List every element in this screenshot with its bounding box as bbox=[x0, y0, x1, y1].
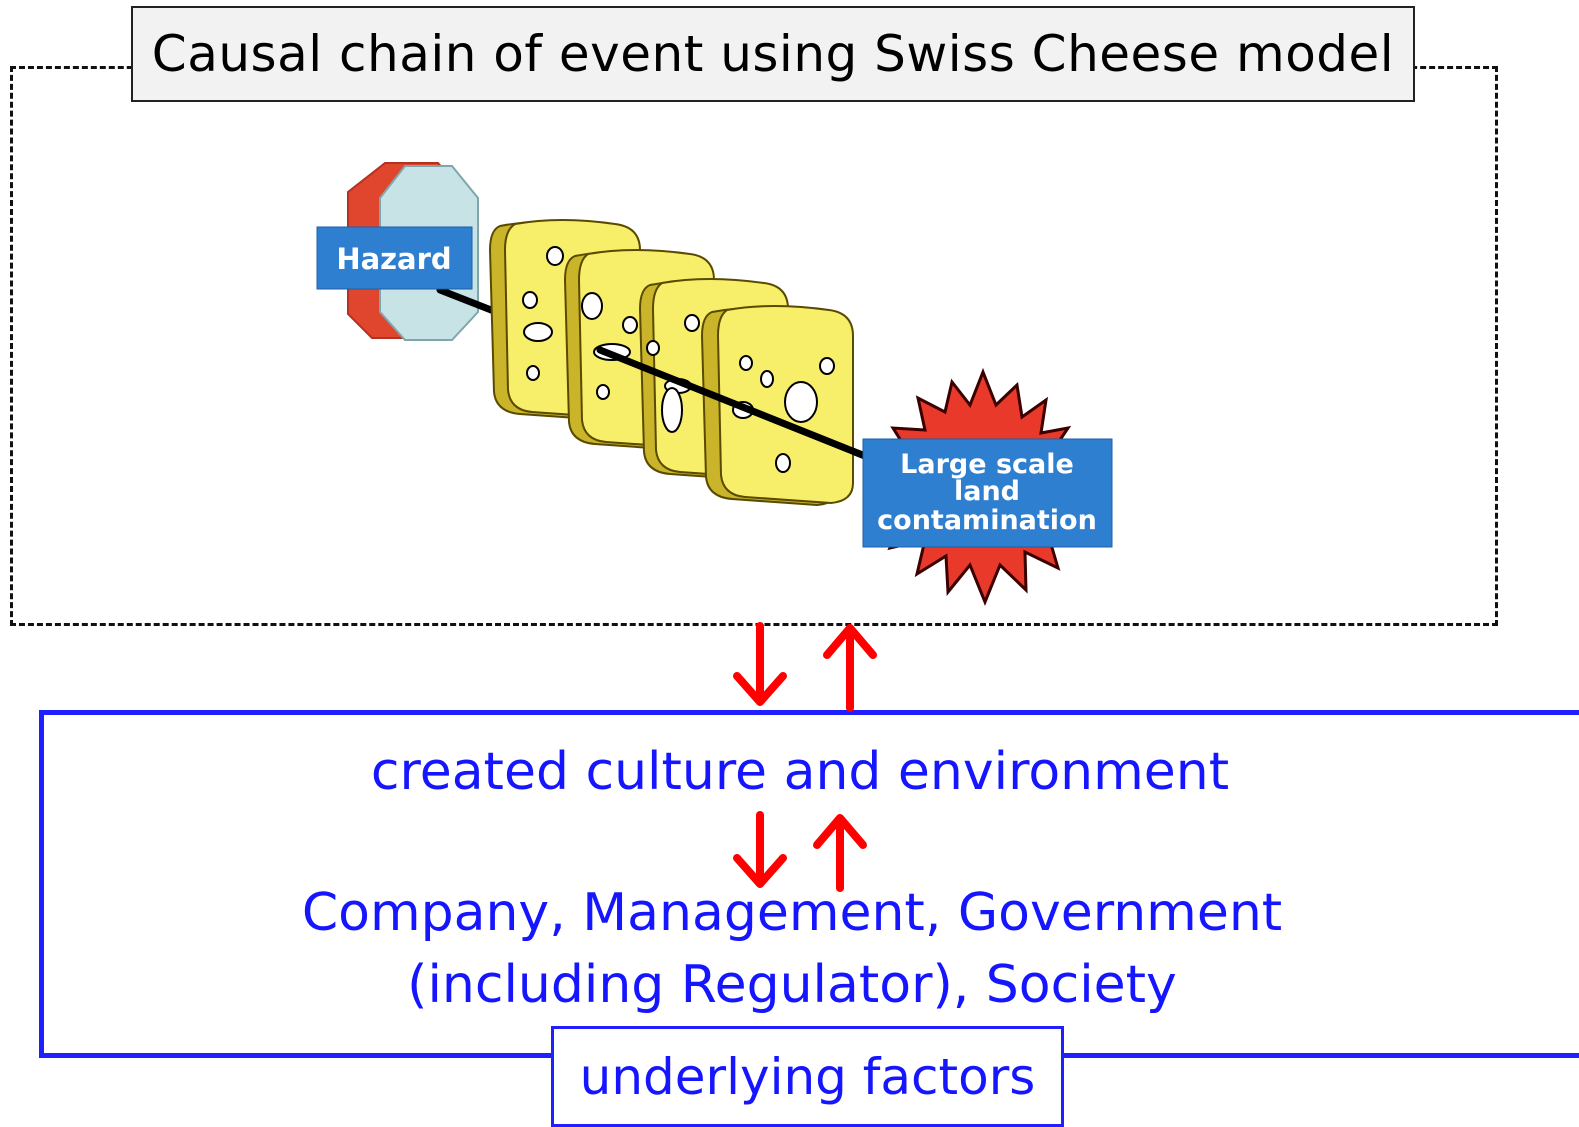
actors-line-1: Company, Management, Government bbox=[301, 883, 1283, 943]
swiss-cheese-frame bbox=[10, 66, 1498, 626]
arrow-up-icon bbox=[823, 624, 877, 712]
actors-line-2: (including Regulator), Society bbox=[407, 955, 1177, 1015]
arrow-down-icon bbox=[733, 622, 787, 706]
culture-text: created culture and environment bbox=[370, 742, 1230, 802]
diagram-title: Causal chain of event using Swiss Cheese… bbox=[131, 6, 1415, 102]
underlying-factors-label: underlying factors bbox=[551, 1026, 1064, 1127]
actors-text: Company, Management, Government (includi… bbox=[0, 877, 1579, 1021]
underlying-factors-box bbox=[39, 710, 1579, 1058]
